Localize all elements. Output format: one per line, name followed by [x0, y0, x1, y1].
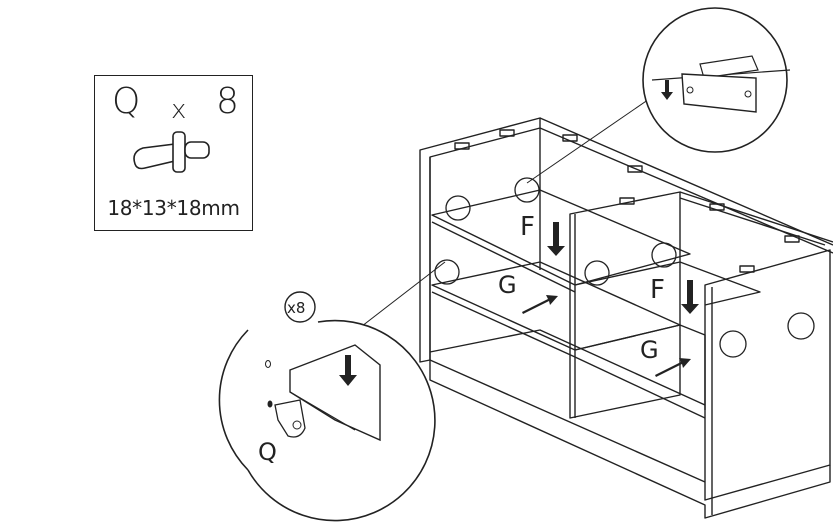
detail-leader-line: [526, 94, 656, 184]
label-f-left: F: [520, 212, 535, 242]
upper-shelf-left: [431, 189, 691, 286]
hole-marker-5: [651, 242, 677, 268]
center-divider: [569, 191, 681, 419]
top-detail-magnifier: [642, 7, 791, 153]
shelf-pin-icon: [133, 131, 210, 173]
hole-marker-3: [434, 259, 460, 285]
shelf-pin-callout: Q x8: [218, 291, 436, 522]
part-multiplier: x: [171, 95, 187, 125]
down-arrow-icon: [339, 355, 357, 386]
part-letter: Q: [112, 81, 141, 122]
hole-marker-2: [514, 177, 540, 203]
right-side-panel: [704, 249, 831, 501]
part-dimensions: 18*13*18mm: [107, 196, 240, 220]
down-arrow-icon: [547, 222, 565, 256]
part-quantity: 8: [216, 81, 239, 122]
down-arrow-icon: [661, 80, 673, 100]
label-g-left: G: [498, 271, 517, 299]
count-badge: [284, 291, 316, 323]
hole-marker-7: [787, 312, 815, 340]
callout-count: x8: [287, 299, 305, 317]
part-legend-box: Q x 8 18*13*18mm: [94, 75, 253, 231]
push-arrow-icon: [522, 295, 558, 314]
push-arrow-icon: [655, 358, 691, 377]
hole-marker-6: [719, 330, 747, 358]
hole-marker-4: [584, 260, 610, 286]
callout-part-letter: Q: [258, 438, 277, 466]
label-g-right: G: [640, 336, 659, 364]
label-f-right: F: [650, 275, 665, 305]
hole-marker-1: [445, 195, 471, 221]
down-arrow-icon: [681, 280, 699, 314]
